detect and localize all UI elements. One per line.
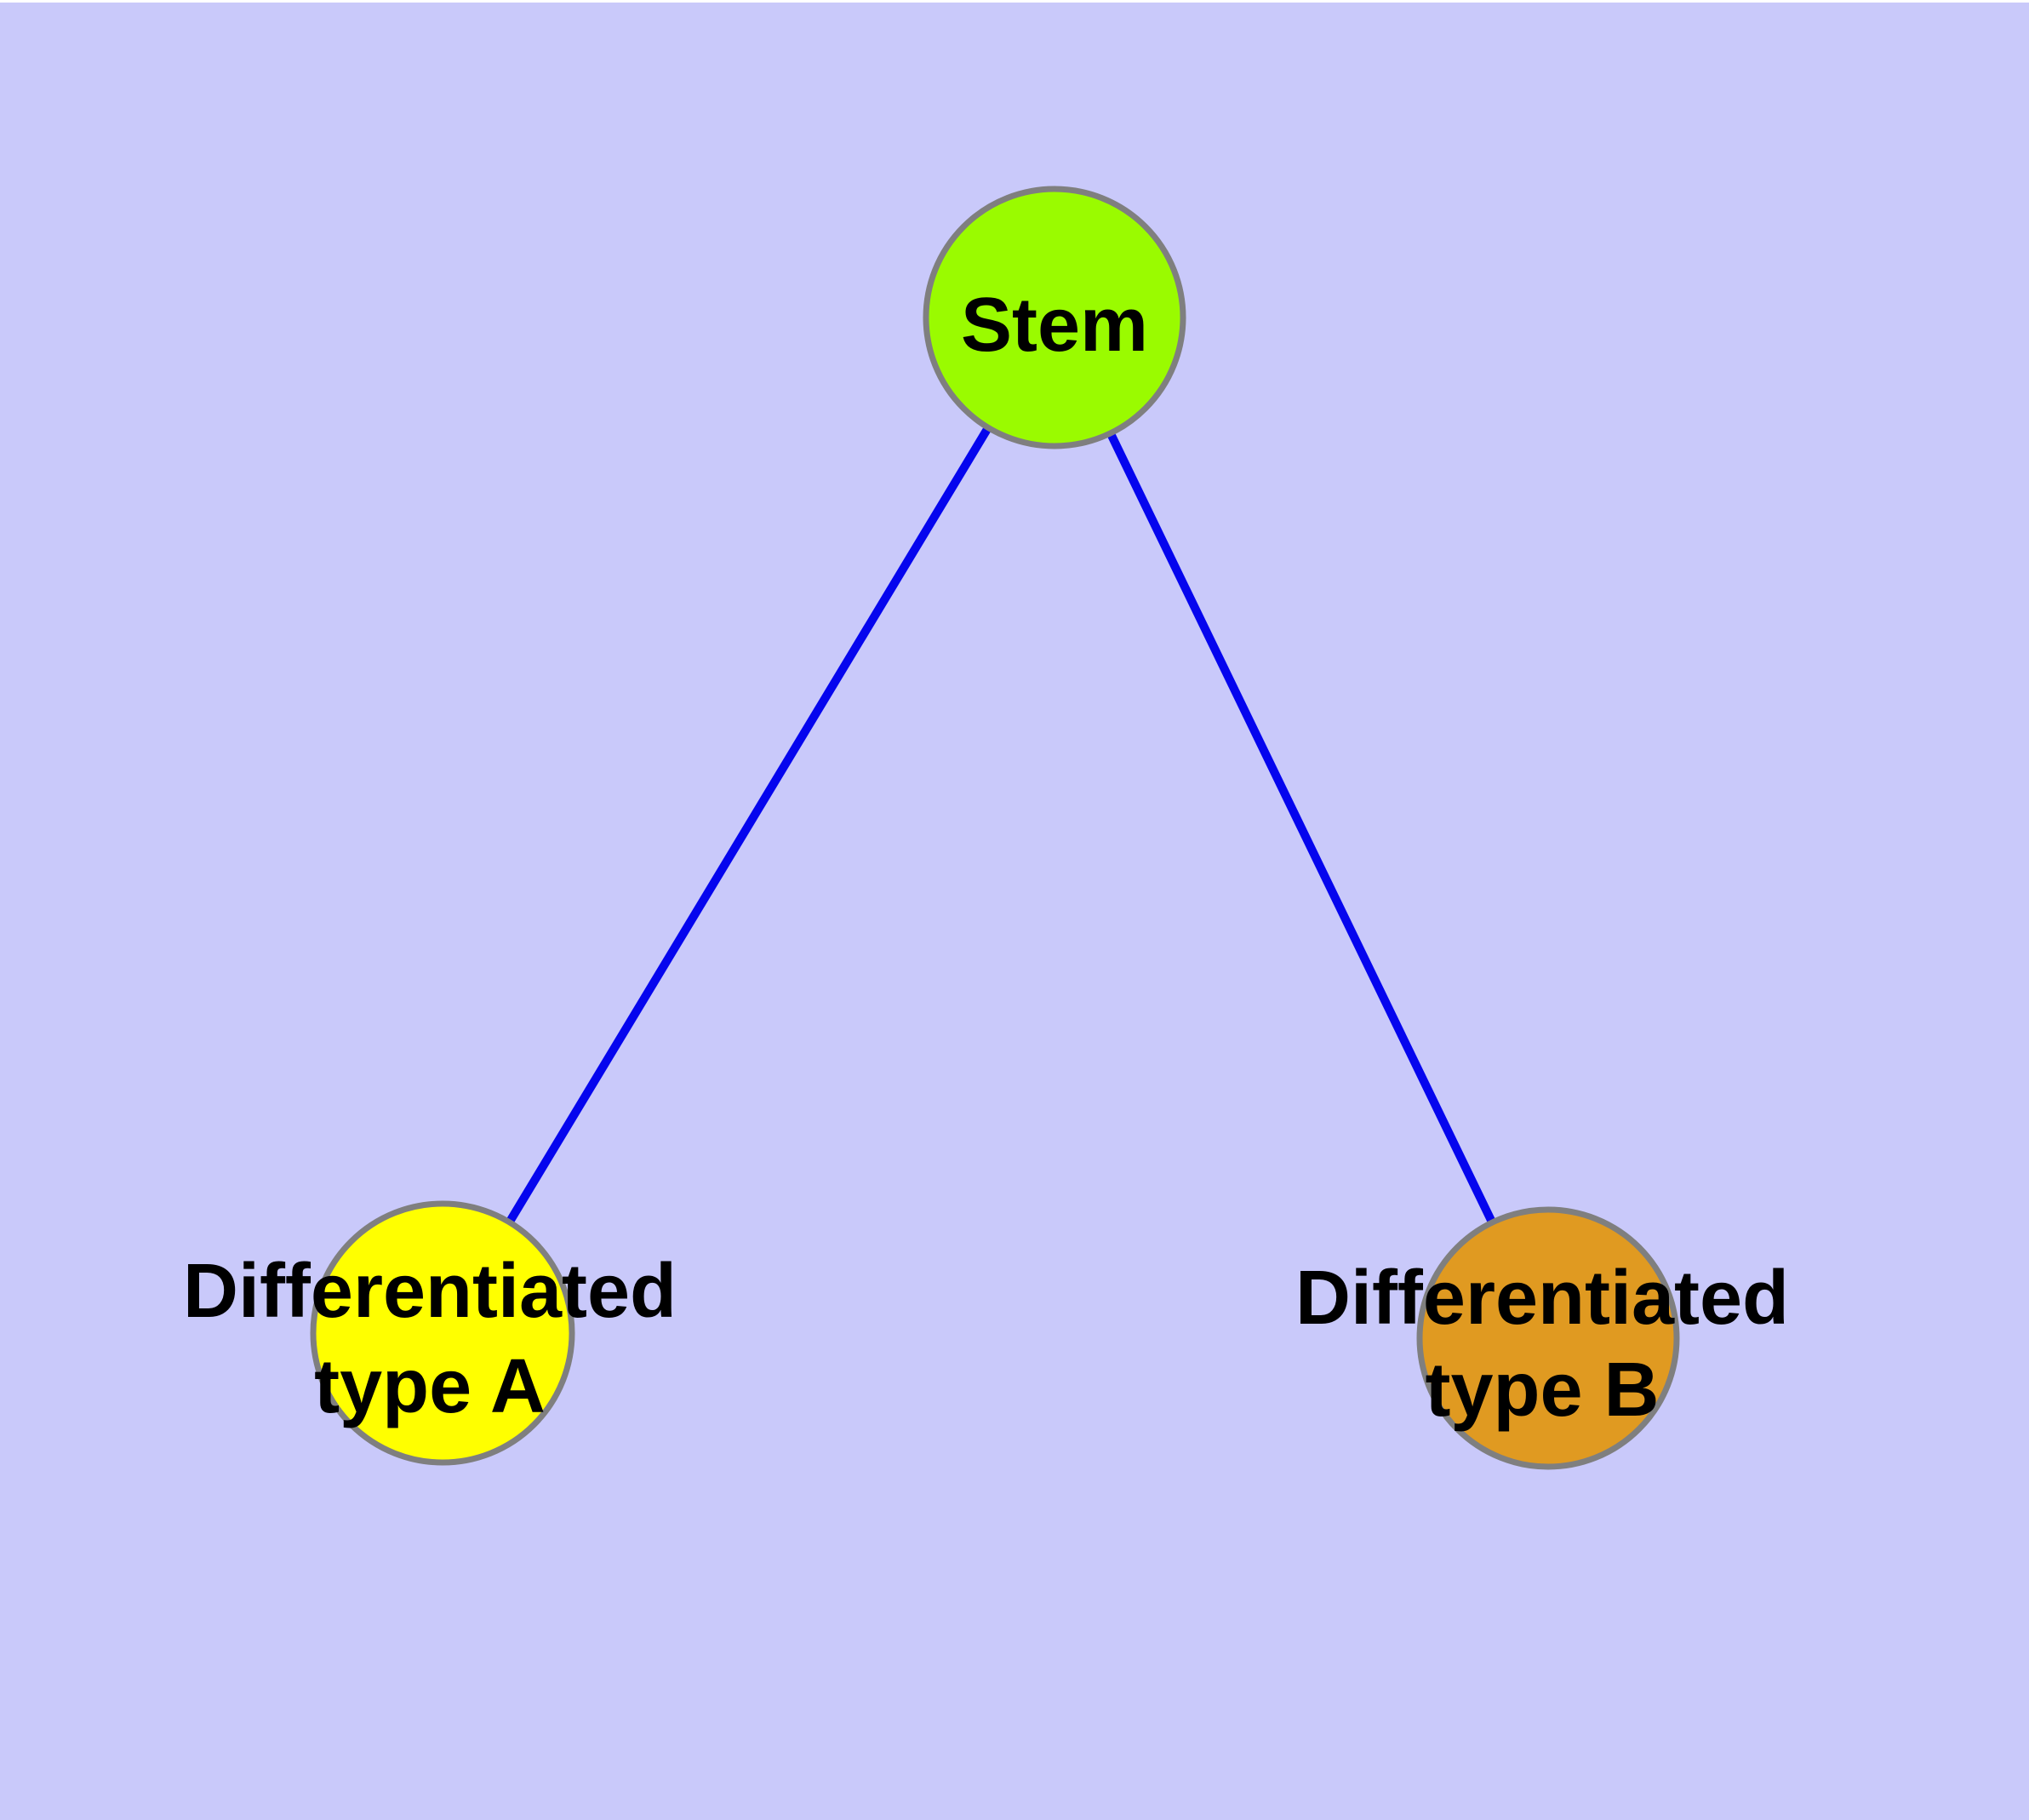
node-stem-label-line1: Stem: [961, 283, 1148, 368]
node-diff-b-label-line1: Differentiated: [1295, 1256, 1789, 1341]
node-diff-b-circle: [1416, 1206, 1680, 1470]
node-diff-b-label-line2: type B: [1425, 1348, 1659, 1433]
edge-stem-to-diff-a: [438, 315, 1059, 1336]
top-edge-strip: [0, 0, 2029, 3]
node-diff-a-circle: [310, 1200, 575, 1466]
node-diff-a-label-line2: type A: [314, 1344, 546, 1429]
edge-stem-to-diff-b: [1050, 315, 1552, 1341]
node-diff-a-label-line1: Differentiated: [183, 1249, 677, 1334]
node-stem-circle: [923, 186, 1186, 449]
